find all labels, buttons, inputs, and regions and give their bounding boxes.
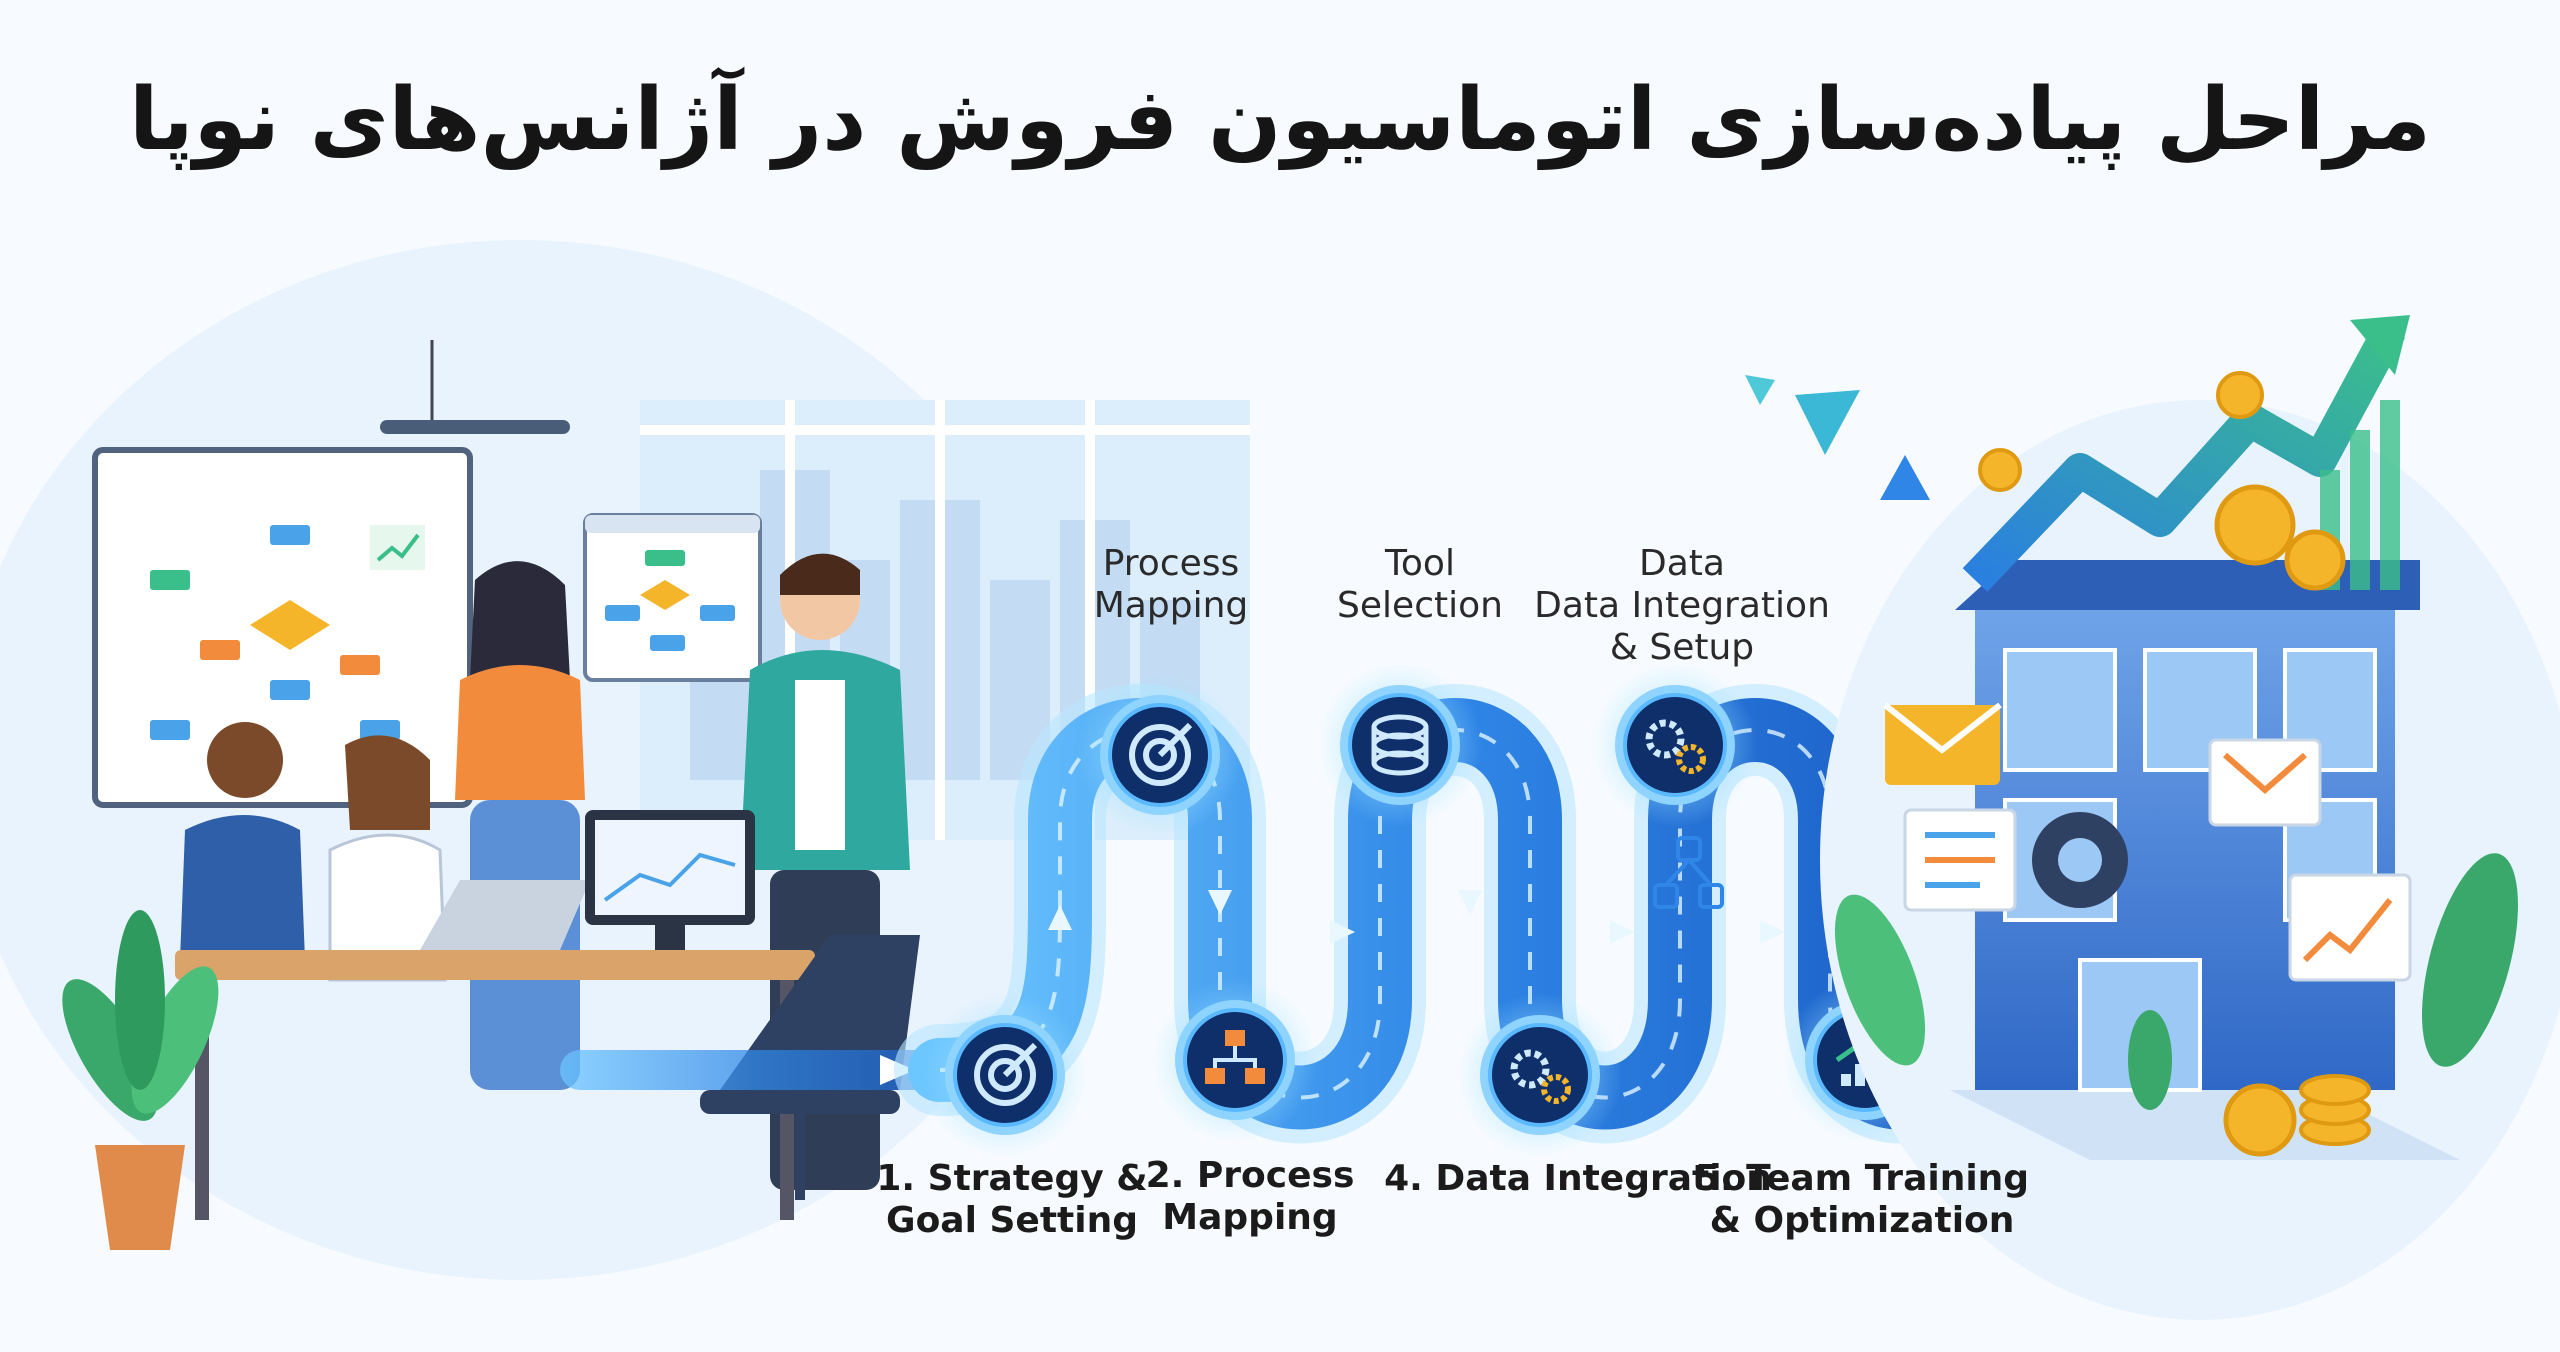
- top-label-data-integration-setup: Data Data Integration & Setup: [1534, 543, 1830, 668]
- team-people: [180, 553, 910, 1190]
- email-icon: [1883, 702, 2322, 827]
- plant-right: [1834, 853, 2518, 1110]
- database-icon: [1318, 663, 1482, 827]
- top-label-tool-selection: Tool Selection: [1337, 543, 1503, 626]
- flowchart-icon: [1153, 978, 1317, 1142]
- target-icon: [1078, 673, 1242, 837]
- bottom-label-data-integration: 4. Data Integration: [1384, 1158, 1772, 1199]
- whiteboard: [92, 447, 473, 808]
- report-card-icon: [1903, 808, 2412, 982]
- bottom-label-strategy: 1. Strategy & Goal Setting: [876, 1158, 1148, 1241]
- step-nodes: [923, 663, 1947, 1157]
- page-title: مراحل پیاده‌سازی اتوماسیون فروش در آژانس…: [128, 70, 2432, 170]
- gears-icon: [1593, 663, 1757, 827]
- bottom-label-process-mapping: 2. Process Mapping: [1145, 1155, 1355, 1238]
- flowchart-screen: [583, 513, 762, 682]
- decor-triangles: [1745, 375, 1930, 500]
- coins: [1978, 371, 2371, 1157]
- agency-building: [1820, 315, 2560, 1320]
- gears-icon: [1458, 993, 1622, 1157]
- target-icon: [923, 993, 1087, 1157]
- top-label-process-mapping: Process Mapping: [1093, 543, 1249, 626]
- bottom-label-team-training: 5. Team Training & Optimization: [1694, 1158, 2030, 1241]
- plant-left: [62, 910, 219, 1250]
- desk: [175, 810, 815, 1220]
- flow-diagram-icon: [1653, 836, 1724, 909]
